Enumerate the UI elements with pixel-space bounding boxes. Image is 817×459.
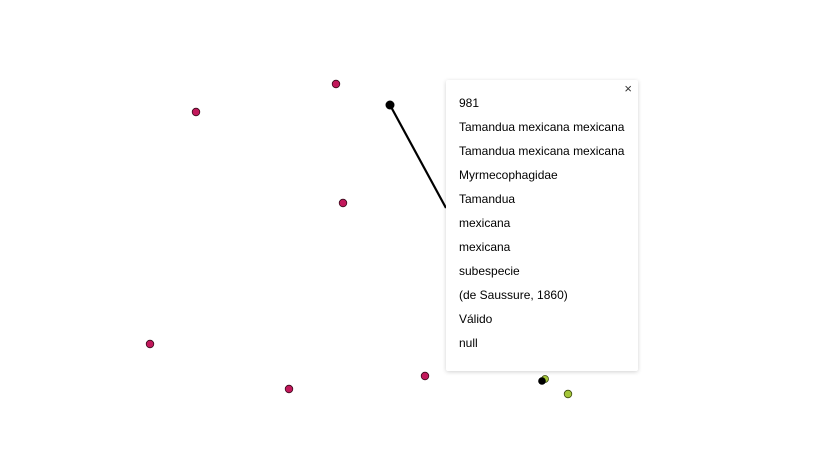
- popup-field-authority: (de Saussure, 1860): [459, 288, 568, 302]
- occurrence-point[interactable]: [331, 79, 341, 89]
- occurrence-popup: × 981 Tamandua mexicana mexicana Tamandu…: [446, 80, 638, 371]
- popup-field-subspecies: mexicana: [459, 240, 511, 254]
- popup-field-genus: Tamandua: [459, 192, 516, 206]
- occurrence-point[interactable]: [284, 384, 294, 394]
- popup-field-rank: subespecie: [459, 264, 520, 278]
- popup-field-species: mexicana: [459, 216, 511, 230]
- popup-field-extra: null: [459, 336, 478, 350]
- popup-field-scientific-name: Tamandua mexicana mexicana: [459, 120, 625, 134]
- selected-occurrence-point[interactable]: [538, 377, 546, 385]
- occurrence-point-nearby[interactable]: [563, 389, 573, 399]
- selected-occurrence-point[interactable]: [385, 100, 395, 110]
- popup-field-status: Válido: [459, 312, 493, 326]
- popup-field-valid-name: Tamandua mexicana mexicana: [459, 144, 625, 158]
- occurrence-point[interactable]: [338, 198, 348, 208]
- occurrence-point[interactable]: [145, 339, 155, 349]
- close-icon[interactable]: ×: [624, 81, 632, 96]
- popup-field-id: 981: [459, 96, 480, 110]
- occurrence-point[interactable]: [191, 107, 201, 117]
- popup-field-family: Myrmecophagidae: [459, 168, 558, 182]
- occurrence-point[interactable]: [420, 371, 430, 381]
- popup-leader-line: [389, 104, 447, 209]
